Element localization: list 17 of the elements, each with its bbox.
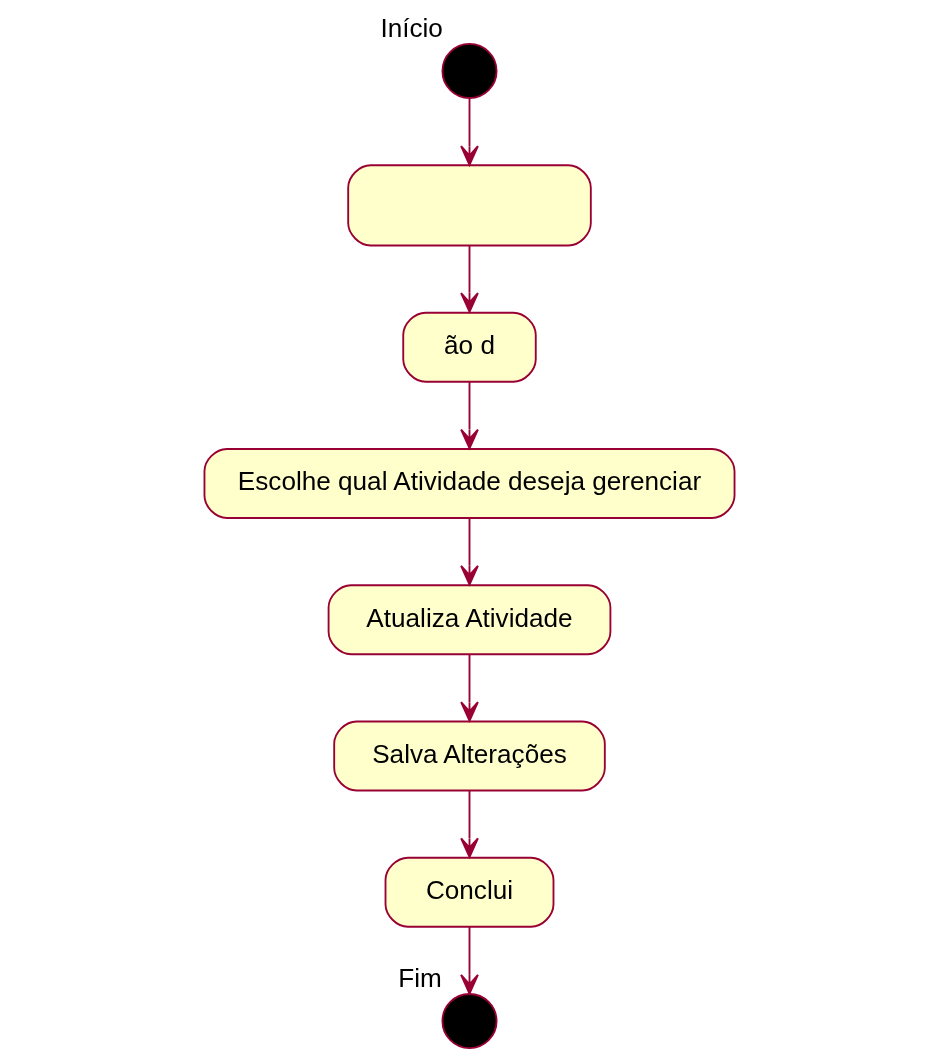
node-box: Conclui: [384, 856, 554, 928]
arrow: [459, 789, 479, 858]
node-box: ão d: [401, 311, 537, 383]
node-box: Atualiza Atividade: [327, 584, 611, 656]
node-label: Fim: [397, 962, 442, 993]
arrow: [459, 653, 479, 722]
arrow: [459, 244, 479, 313]
node-box: [346, 164, 592, 247]
arrow: [459, 97, 479, 166]
arrow: [459, 926, 479, 995]
node-label: Início: [379, 12, 443, 43]
arrow: [459, 380, 479, 450]
node-circle: [441, 993, 497, 1049]
arrow: [459, 517, 479, 586]
node-circle: [441, 43, 497, 99]
node-box: Escolhe qual Atividade deseja gerenciar: [203, 448, 735, 519]
node-box: Salva Alterações: [332, 720, 606, 792]
